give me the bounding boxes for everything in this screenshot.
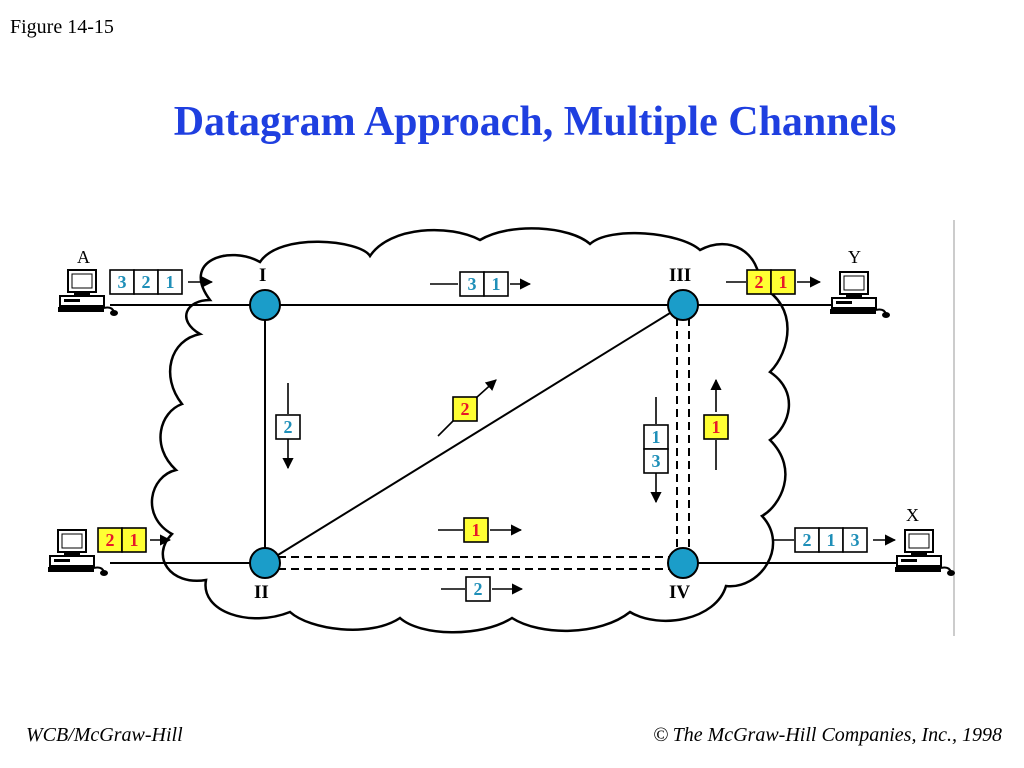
node-iii	[667, 289, 699, 321]
footer-copyright-text: The McGraw-Hill Companies, Inc., 1998	[672, 724, 1002, 746]
packet-box	[770, 269, 796, 295]
copyright-symbol: ©	[653, 724, 669, 746]
packet-number: 1	[652, 427, 661, 447]
node-label-ii: II	[254, 582, 269, 603]
packet-box	[483, 271, 509, 297]
packet-box	[121, 527, 147, 553]
packet-group-ii-to-iv-upper: 1	[463, 517, 489, 543]
packet-group-ii-to-iii: 2	[452, 396, 478, 422]
node-i	[249, 289, 281, 321]
node-ii	[249, 547, 281, 579]
packet-box	[452, 396, 478, 422]
packet-number: 1	[779, 272, 788, 292]
packet-number: 2	[106, 530, 115, 550]
network-cloud	[150, 227, 790, 634]
packet-group-iv-to-iii: 1	[703, 414, 729, 440]
packet-group-iii-to-iv: 13	[643, 424, 669, 474]
page-title: Datagram Approach, Multiple Channels	[173, 99, 897, 145]
computer-icon	[829, 271, 891, 319]
packet-number: 1	[130, 530, 139, 550]
packet-number: 3	[118, 272, 127, 292]
footer-publisher: WCB/McGraw-Hill	[26, 724, 183, 746]
link-ii-iv-dual	[265, 556, 683, 570]
packet-group-i-to-ii: 2	[275, 414, 301, 440]
packet-number: 1	[712, 417, 721, 437]
packet-number: 2	[284, 417, 293, 437]
packet-box	[794, 527, 820, 553]
computer-icon	[57, 269, 119, 317]
packet-box	[746, 269, 772, 295]
packet-box	[703, 414, 729, 440]
node-iv	[667, 547, 699, 579]
packet-box	[465, 576, 491, 602]
packet-box	[463, 517, 489, 543]
packet-number: 3	[468, 274, 477, 294]
packet-box	[275, 414, 301, 440]
packet-number: 2	[461, 399, 470, 419]
node-label-iii: III	[669, 265, 691, 286]
packet-number: 2	[142, 272, 151, 292]
packet-number: 2	[755, 272, 764, 292]
computer-icon	[894, 529, 956, 577]
packet-number: 1	[472, 520, 481, 540]
footer-copyright: ©The McGraw-Hill Companies, Inc., 1998	[653, 724, 1002, 747]
figure-label: Figure 14-15	[10, 16, 114, 38]
packet-box	[643, 424, 669, 450]
link-iii-iv-dual	[676, 305, 690, 563]
packet-box	[643, 448, 669, 474]
packet-box	[157, 269, 183, 295]
station-label-x: X	[906, 505, 919, 525]
node-label-i: I	[259, 265, 266, 286]
packet-number: 1	[827, 530, 836, 550]
packet-number: 3	[851, 530, 860, 550]
station-label-a: A	[77, 247, 90, 267]
node-label-iv: IV	[669, 582, 690, 603]
packet-box	[842, 527, 868, 553]
packet-number: 2	[803, 530, 812, 550]
packet-number: 1	[492, 274, 501, 294]
packet-number: 3	[652, 451, 661, 471]
station-label-y: Y	[848, 247, 861, 267]
packet-box	[459, 271, 485, 297]
packet-group-ii-to-iv-lower: 2	[465, 576, 491, 602]
packet-number: 1	[166, 272, 175, 292]
packet-number: 2	[474, 579, 483, 599]
link-ii-iii	[264, 304, 684, 564]
